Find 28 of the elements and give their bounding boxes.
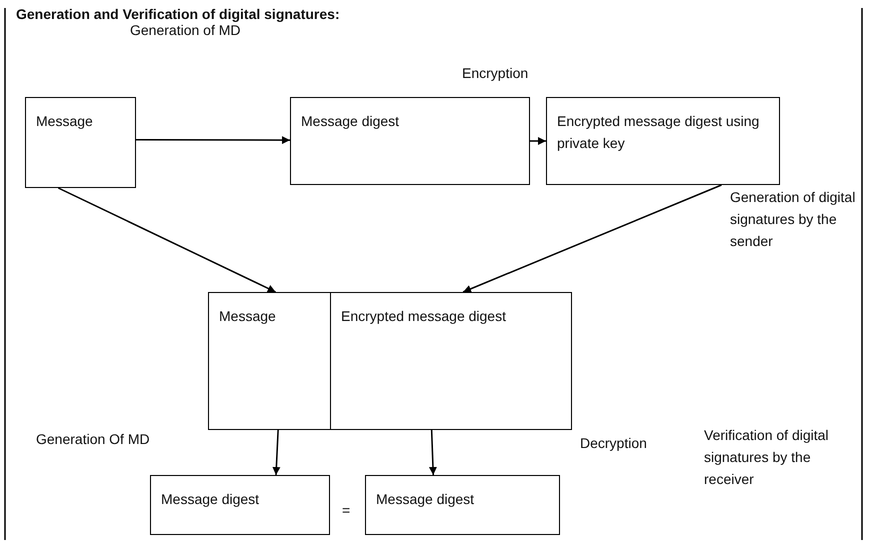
annotation: Decryption xyxy=(580,434,648,453)
arrow xyxy=(136,136,290,144)
process-box xyxy=(25,97,136,188)
box-text: Encrypted message digest using private key xyxy=(557,112,760,153)
arrow xyxy=(462,184,722,293)
box-text: Message xyxy=(36,112,94,131)
box-text: Message xyxy=(219,307,277,326)
arrow xyxy=(272,430,280,476)
arrow xyxy=(428,430,437,476)
annotation: Generation of digital signatures by the sender xyxy=(730,188,856,251)
process-box xyxy=(330,292,572,430)
diagram-title: Generation and Verification of digital signatures: xyxy=(16,6,340,22)
box-text: Message digest xyxy=(161,490,260,509)
process-box xyxy=(150,475,330,535)
arrow xyxy=(530,137,546,145)
box-text: Message digest xyxy=(376,490,476,509)
equals-sign: = xyxy=(342,501,352,520)
process-box xyxy=(290,97,530,185)
annotation: Generation Of MD xyxy=(36,430,151,449)
annotation: Generation of MD xyxy=(130,22,242,40)
process-box xyxy=(365,475,560,535)
process-box xyxy=(546,97,780,185)
annotation: Encryption xyxy=(462,64,530,83)
annotation: Verification of digital signatures by the receiver xyxy=(704,426,830,489)
arrow xyxy=(58,187,276,293)
process-box xyxy=(208,292,331,430)
box-text: Encrypted message digest xyxy=(341,307,507,326)
box-text: Message digest xyxy=(301,112,400,131)
